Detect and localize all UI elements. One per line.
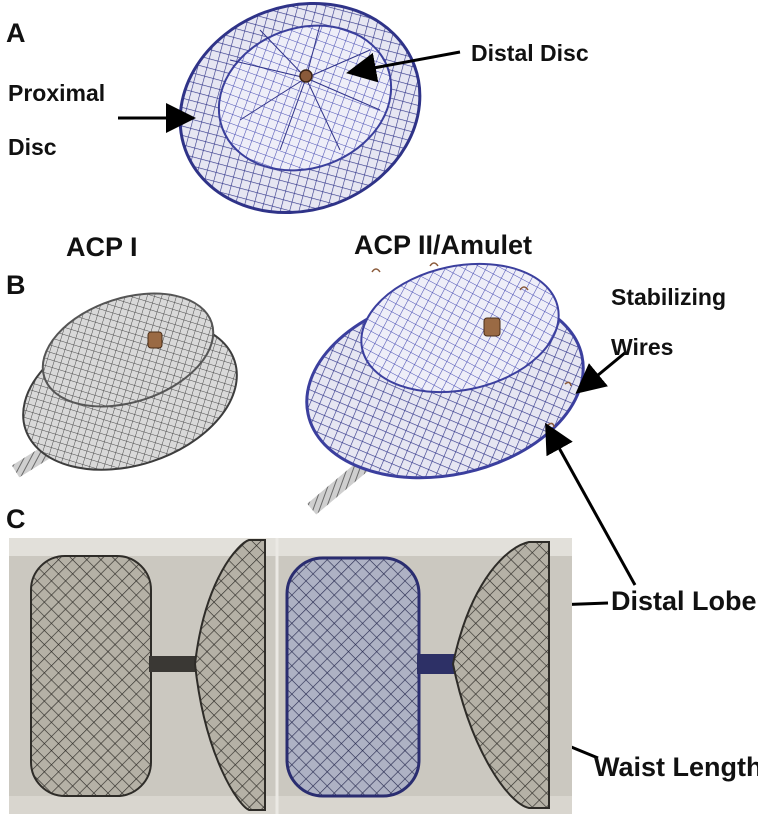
stabilizing-wires-arrow [575, 350, 627, 394]
proximal-disc-label-line2: Disc [8, 134, 57, 160]
distal-lobe-arrow-b [545, 422, 637, 586]
panel-c-letter: C [6, 504, 26, 534]
distal-disc-arrow [346, 50, 461, 83]
acp1-device [11, 292, 238, 478]
stabilizing-wires-label-line2: Wires [611, 334, 674, 360]
waist-length-label: Waist Length [594, 752, 758, 782]
distal-disc-label: Distal Disc [471, 40, 589, 66]
panel-b-letter: B [6, 270, 26, 300]
acp1-title: ACP I [66, 232, 138, 262]
proximal-disc-label-line1: Proximal [8, 80, 106, 106]
panel-c-photo [9, 538, 572, 814]
acp2-device [305, 262, 585, 515]
distal-lobe-label: Distal Lobe [611, 586, 757, 616]
panel-a-letter: A [6, 18, 26, 48]
stabilizing-wires-label-line1: Stabilizing [611, 284, 726, 310]
panel-a-device [178, 1, 422, 215]
acp2-title: ACP II/Amulet [354, 230, 533, 260]
panel-c-device-photos [9, 538, 572, 814]
